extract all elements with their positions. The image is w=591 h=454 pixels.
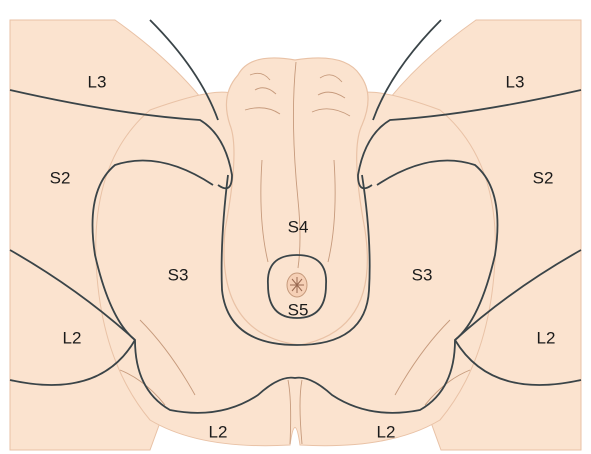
label-s2-right: S2: [533, 170, 554, 187]
label-s4: S4: [288, 219, 309, 236]
label-l2-left: L2: [63, 330, 82, 347]
label-l2-bottom-right: L2: [377, 424, 396, 441]
label-l3-left: L3: [88, 74, 107, 91]
label-s5: S5: [288, 302, 309, 319]
label-s3-right: S3: [412, 267, 433, 284]
anus-mark: [287, 273, 307, 297]
label-l2-bottom-left: L2: [209, 424, 228, 441]
label-s2-left: S2: [50, 170, 71, 187]
label-l2-right: L2: [537, 330, 556, 347]
label-s3-left: S3: [168, 267, 189, 284]
label-l3-right: L3: [506, 74, 525, 91]
